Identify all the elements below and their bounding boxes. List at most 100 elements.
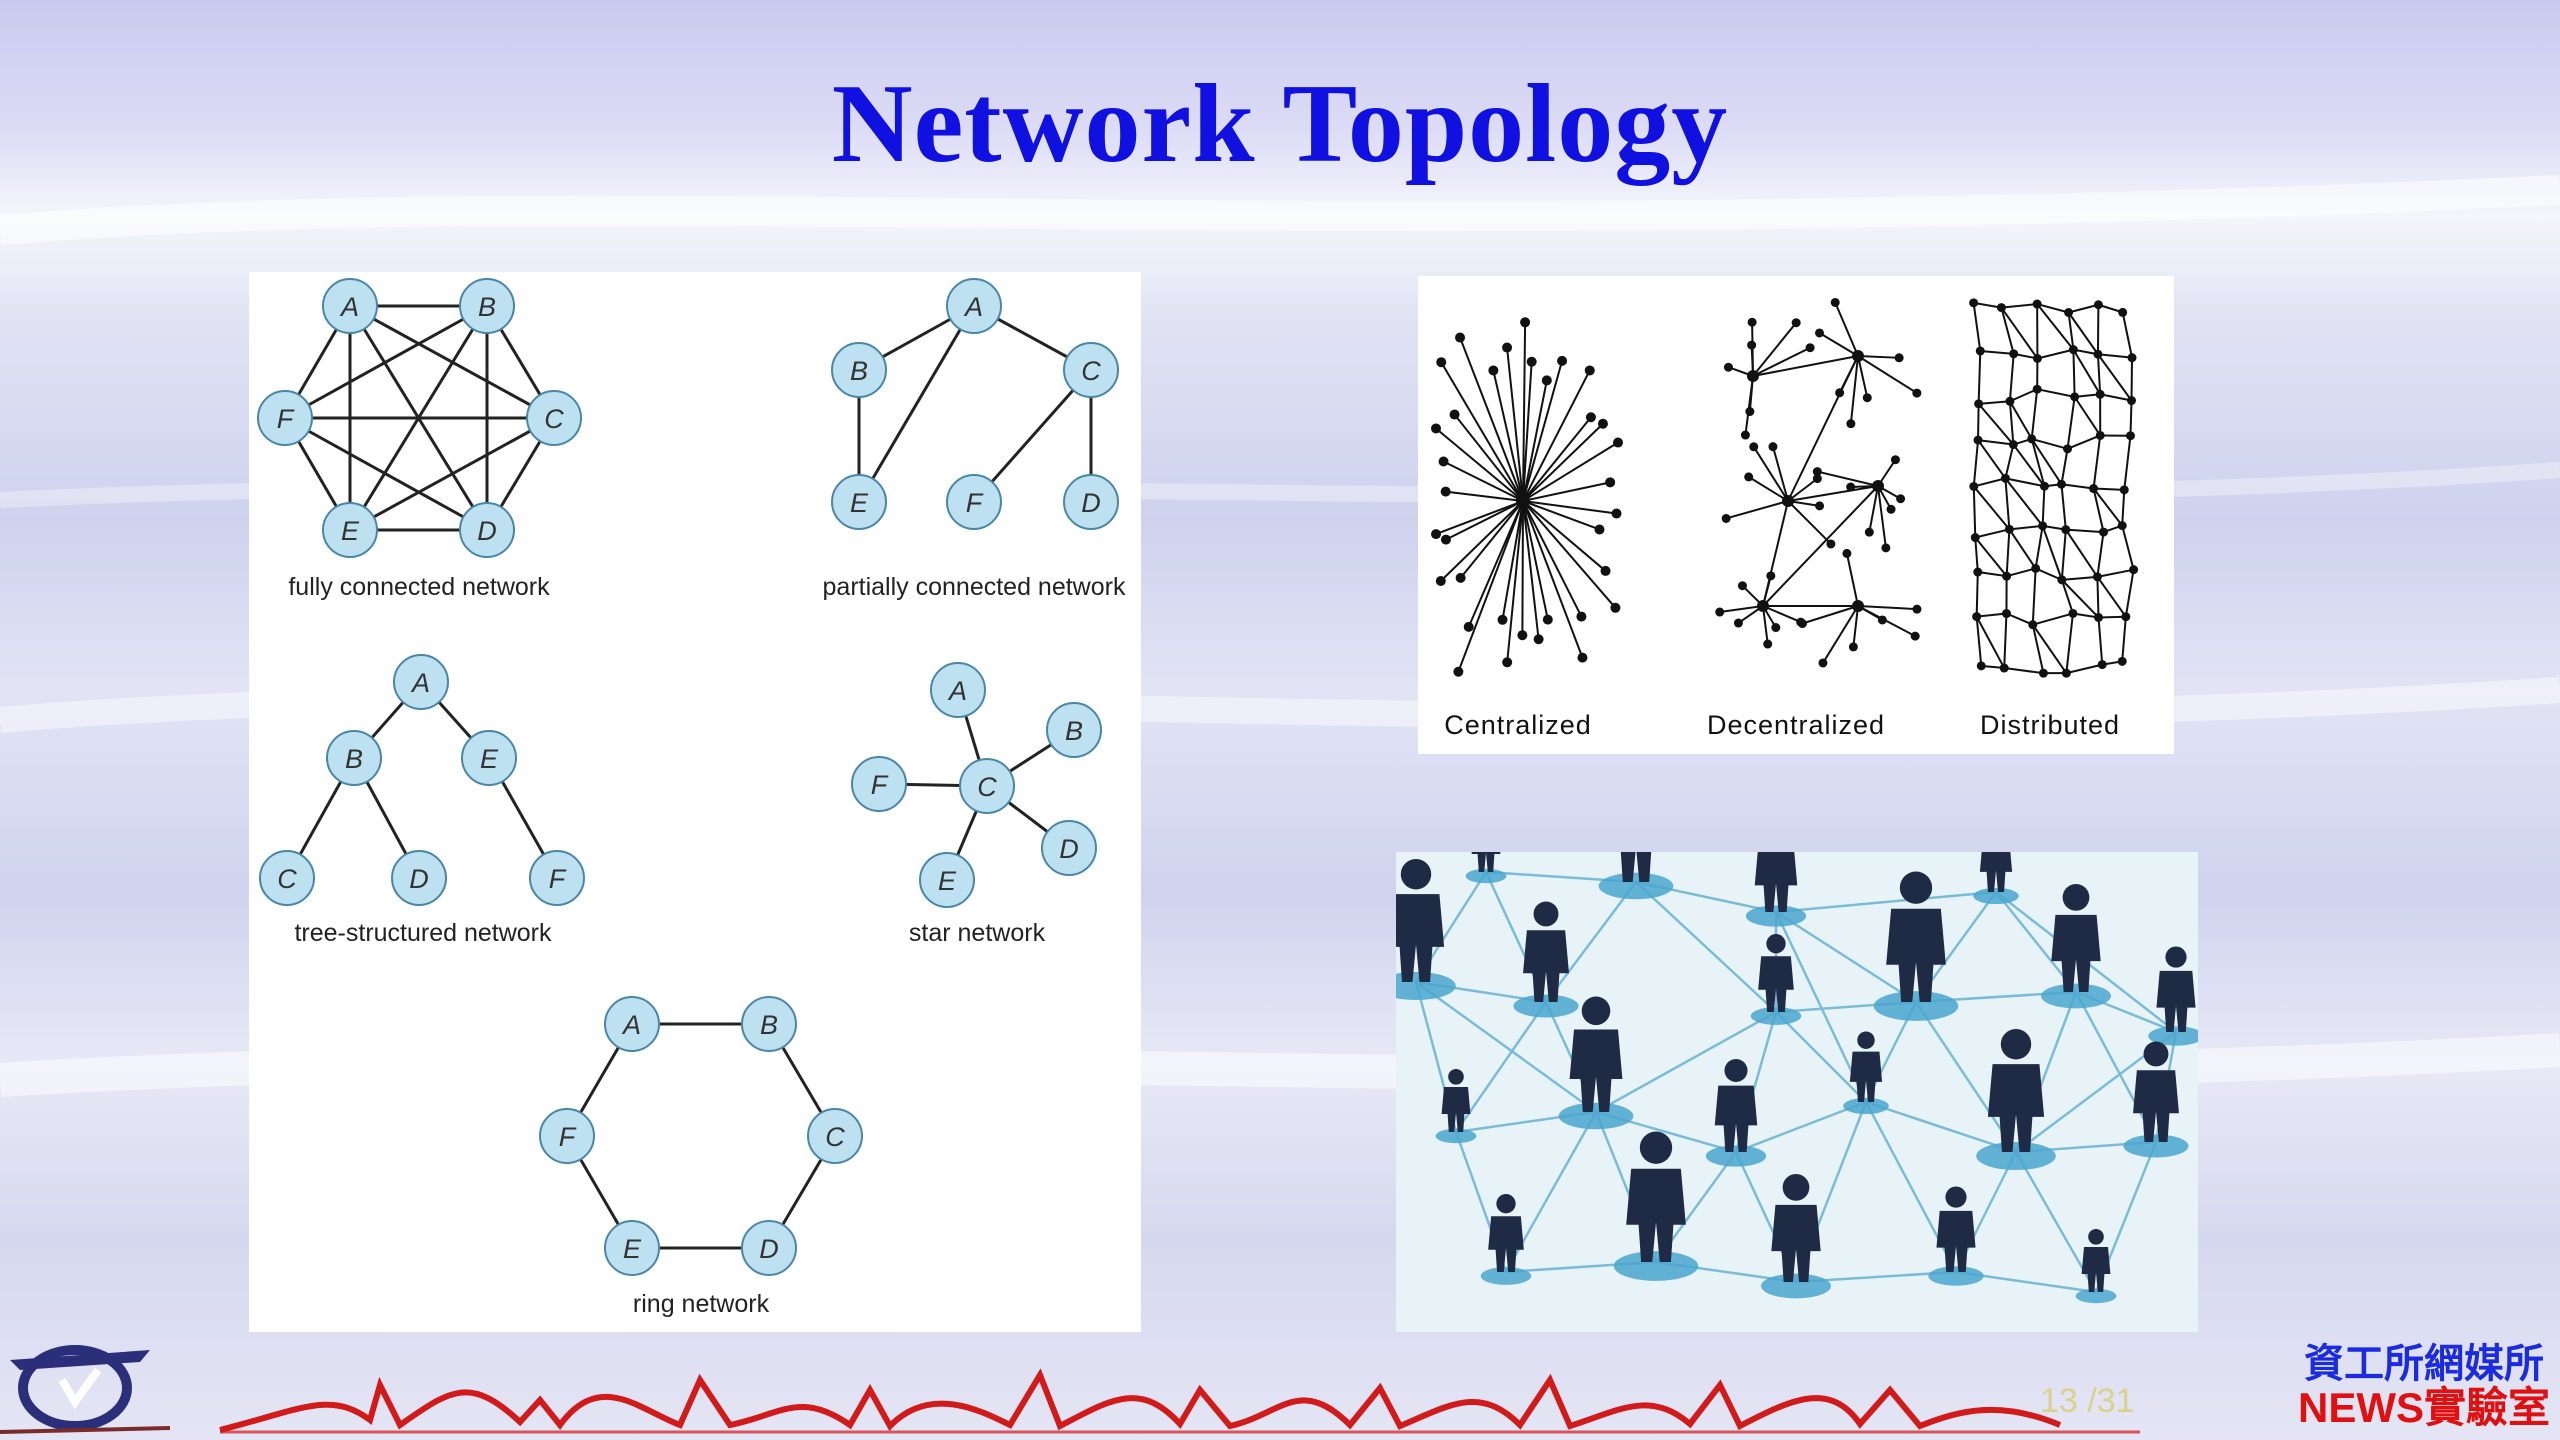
distributed-node: [2125, 431, 2135, 441]
distributed-link: [2096, 531, 2105, 577]
distributed-link: [2035, 567, 2063, 581]
person-pad: [2123, 1134, 2189, 1158]
people-link: [1775, 1011, 1867, 1103]
centralized-node: [1488, 365, 1499, 376]
decentralized-link: [1752, 322, 1797, 377]
centralized-node: [1436, 357, 1447, 368]
decentralized-link: [1849, 355, 1859, 424]
centralized-link: [1501, 500, 1524, 620]
decentralized-node: [1747, 340, 1757, 350]
distributed-node: [1973, 567, 1983, 577]
distributed-link: [2060, 579, 2074, 614]
fully-connected-node-label-d: D: [477, 516, 497, 546]
decentralized-node: [1715, 607, 1725, 617]
star-node-label-a: A: [947, 676, 967, 706]
centralized-link: [1435, 427, 1524, 502]
decentralized-node: [1812, 474, 1822, 484]
distributed-link: [2067, 312, 2075, 350]
distributed-link: [2061, 579, 2100, 619]
distributed-link: [2003, 613, 2008, 669]
decentralized-node: [1886, 504, 1896, 514]
distributed-link: [2005, 529, 2011, 577]
decentralized-link: [1748, 476, 1789, 502]
distributed-link: [2121, 312, 2134, 358]
decentralized-node: [1826, 539, 1836, 549]
centralized-node: [1611, 508, 1622, 519]
distributed-link: [2096, 576, 2127, 618]
decentralized-node: [1766, 571, 1776, 581]
people-link: [1865, 1100, 2017, 1154]
centralized-node: [1577, 652, 1588, 663]
centralized-link: [1522, 416, 1592, 502]
person-pad: [1843, 1097, 1889, 1115]
centralized-link: [1522, 361, 1533, 502]
distributed-node: [2095, 430, 2105, 440]
decentralized-node: [1747, 317, 1757, 327]
distributed-node: [2056, 479, 2066, 489]
distributed-link: [1975, 528, 2010, 539]
ring-node-c: [807, 1108, 863, 1164]
page-number: 13 /31: [2040, 1382, 2135, 1420]
centralized-link: [1506, 347, 1524, 502]
decentralized-link: [1744, 375, 1754, 436]
distributed-node: [2038, 668, 2048, 678]
person-figure: [1849, 1031, 1883, 1102]
caption-partially-connected: partially connected network: [823, 573, 1126, 601]
distributed-link: [2036, 303, 2075, 351]
distributed-node: [2057, 575, 2067, 585]
person-figure: [2081, 1229, 2111, 1292]
distributed-node: [2038, 521, 2048, 531]
distributed-link: [2000, 307, 2039, 360]
centralized-node: [1585, 412, 1596, 423]
decentralized-backbone: [1787, 485, 1879, 502]
distributed-node: [2009, 349, 2019, 359]
decentralized-link: [1719, 605, 1764, 613]
distributed-node: [1975, 346, 1985, 356]
distributed-link: [1975, 616, 1983, 666]
distributed-node: [2070, 392, 2080, 402]
distributed-link: [2036, 388, 2075, 398]
decentralized-link: [1857, 355, 1918, 394]
fully-connected-node-d: [459, 502, 515, 558]
distributed-link: [2097, 353, 2133, 359]
distributed-node: [2027, 434, 2037, 444]
distributed-link: [2061, 575, 2098, 581]
distributed-node: [2068, 608, 2078, 618]
centralized-node: [1440, 486, 1451, 497]
partially-connected-edge-cf: [972, 369, 1093, 503]
distributed-link: [2061, 483, 2094, 490]
ring-node-label-e: E: [623, 1234, 642, 1264]
star-node-label-c: C: [977, 772, 997, 802]
person-pad: [1513, 994, 1579, 1018]
person-figure: [1714, 1059, 1758, 1152]
distributed-link: [1975, 571, 1979, 617]
distributed-link: [1977, 403, 1980, 441]
decentralized-link: [1818, 332, 1859, 357]
centralized-node: [1440, 534, 1451, 545]
distributed-node: [2032, 299, 2042, 309]
ring-node-b: [741, 996, 797, 1052]
partially-connected-node-c: [1063, 342, 1119, 398]
people-link: [1635, 881, 1777, 1013]
decentralized-hub: [1872, 480, 1884, 492]
centralized-link: [1445, 490, 1524, 502]
distributed-link: [2121, 489, 2126, 526]
partially-connected-node-a: [946, 278, 1002, 334]
distributed-node: [2099, 527, 2109, 537]
partially-connected-node-label-a: A: [963, 292, 983, 322]
distributed-node: [2117, 656, 2127, 666]
distributed-node: [2093, 300, 2103, 310]
decentralized-node: [1797, 619, 1807, 629]
person-figure: [1754, 852, 1798, 912]
centralized-node: [1502, 342, 1513, 353]
person-figure: [1979, 852, 2013, 892]
person-pad: [1598, 872, 1674, 900]
distributed-link: [2034, 525, 2044, 569]
decentralized-node: [1896, 494, 1906, 504]
centralized-link: [1445, 500, 1524, 541]
distributed-link: [2004, 477, 2044, 527]
centralized-node: [1517, 630, 1528, 641]
distributed-link: [2041, 486, 2046, 526]
centralized-link: [1506, 500, 1524, 663]
